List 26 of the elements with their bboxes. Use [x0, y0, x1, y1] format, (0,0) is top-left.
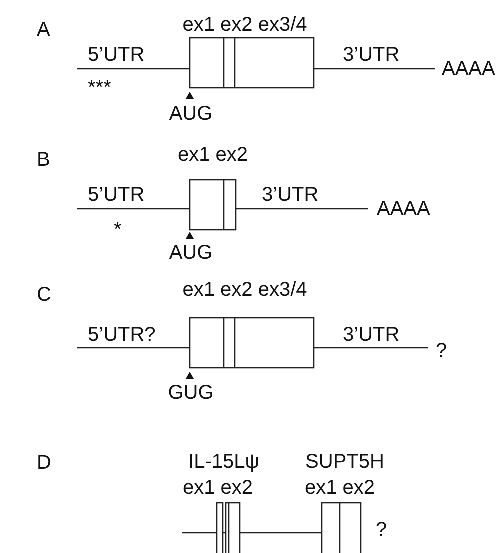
- exon-label: ex1 ex2: [178, 145, 248, 165]
- utr-label: 3’UTR: [343, 325, 400, 345]
- utr-label: 5’UTR?: [88, 325, 156, 345]
- panel-letter: B: [37, 150, 50, 170]
- codon-label: AUG: [169, 104, 213, 124]
- exon-label: ex1 ex2: [182, 478, 254, 498]
- utr-label: 3’UTR: [262, 185, 319, 205]
- asterisk-mark: ***: [88, 78, 112, 98]
- poly-a-label: AAAA: [377, 199, 430, 219]
- exon-label: ex1 ex2 ex3/4: [182, 15, 308, 35]
- utr-label: 3’UTR: [343, 45, 400, 65]
- question-mark: ?: [376, 520, 388, 540]
- exon-label: ex1 ex2: [304, 478, 376, 498]
- poly-a-label: AAAA: [442, 59, 496, 79]
- gene-name-label: SUPT5H: [306, 452, 384, 472]
- exon-label: ex1 ex2 ex3/4: [182, 280, 308, 300]
- utr-label: 5’UTR: [88, 185, 145, 205]
- codon-label: AUG: [169, 243, 213, 263]
- question-mark: ?: [436, 341, 448, 361]
- panel-letter: C: [37, 285, 52, 305]
- panel-letter: A: [37, 20, 50, 40]
- asterisk-mark: *: [114, 220, 122, 240]
- codon-label: GUG: [168, 383, 214, 403]
- panel-letter: D: [37, 453, 52, 473]
- utr-label: 5’UTR: [88, 45, 145, 65]
- gene-name-label: IL-15Lψ: [188, 452, 260, 472]
